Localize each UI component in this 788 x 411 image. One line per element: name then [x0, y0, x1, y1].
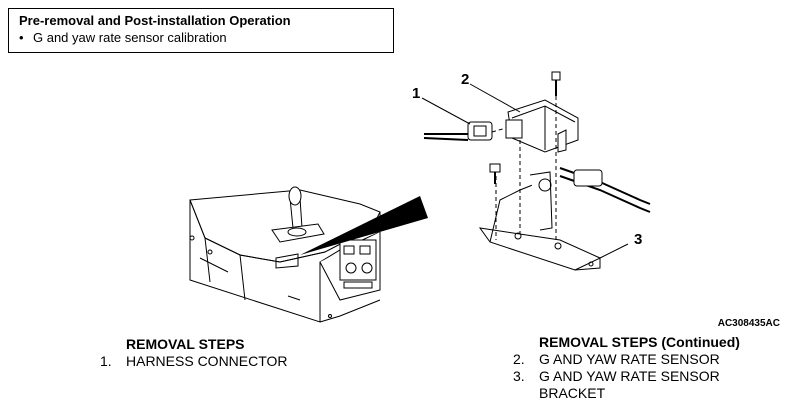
sensor-assembly-drawing — [421, 71, 651, 271]
figure-code: AC308435AC — [717, 318, 780, 329]
removal-step: 3. G AND YAW RATE SENSOR BRACKET — [513, 368, 759, 402]
step-text: G AND YAW RATE SENSOR BRACKET — [539, 368, 720, 401]
bullet-icon: • — [19, 30, 24, 45]
pointer-arrow — [300, 196, 428, 255]
step-number: 2. — [513, 351, 525, 367]
step-number: 1. — [100, 353, 112, 369]
removal-steps-left: REMOVAL STEPS 1. HARNESS CONNECTOR — [100, 336, 288, 370]
info-box-item: • G and yaw rate sensor calibration — [19, 29, 393, 46]
removal-steps-right: REMOVAL STEPS (Continued) 2. G AND YAW R… — [513, 334, 759, 402]
pre-removal-info-box: Pre-removal and Post-installation Operat… — [8, 8, 394, 53]
step-number: 3. — [513, 368, 525, 384]
callout-1: 1 — [412, 85, 420, 102]
removal-steps-continued-heading: REMOVAL STEPS (Continued) — [539, 334, 740, 350]
callout-3: 3 — [634, 231, 642, 248]
removal-step: 1. HARNESS CONNECTOR — [100, 353, 288, 370]
removal-step: 2. G AND YAW RATE SENSOR — [513, 351, 759, 368]
info-box-item-text: G and yaw rate sensor calibration — [33, 30, 227, 45]
info-box-title: Pre-removal and Post-installation Operat… — [19, 13, 291, 28]
center-console-drawing — [189, 186, 381, 323]
step-text: G AND YAW RATE SENSOR — [539, 351, 720, 367]
removal-steps-heading: REMOVAL STEPS — [126, 336, 245, 352]
step-text: HARNESS CONNECTOR — [126, 353, 288, 369]
callout-2: 2 — [461, 71, 469, 88]
